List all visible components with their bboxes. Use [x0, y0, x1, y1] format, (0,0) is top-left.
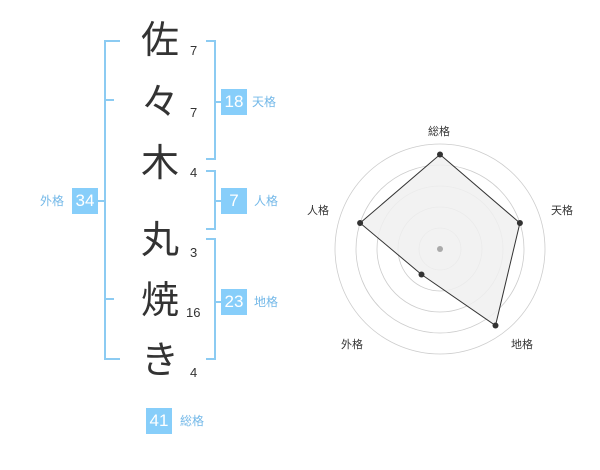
radar-label-jinkaku: 人格	[307, 204, 329, 217]
stroke-count-6: 4	[190, 365, 198, 380]
radar-area	[359, 153, 521, 327]
chikaku-connector	[214, 301, 222, 303]
tenkaku-label: 天格	[252, 95, 277, 109]
chikaku-bracket	[206, 238, 216, 360]
radar-label-soukaku: 総格	[428, 125, 450, 138]
radar-point	[516, 220, 523, 226]
name-char-1: 佐	[140, 18, 179, 62]
name-char-5: 焼	[140, 278, 179, 322]
radar-points	[357, 151, 523, 329]
tenkaku-connector	[214, 101, 222, 103]
radar-point	[357, 220, 364, 226]
jinkaku-label: 人格	[254, 194, 279, 208]
stroke-count-1: 7	[190, 43, 198, 58]
tenkaku-bracket	[206, 40, 216, 160]
radar-point	[418, 271, 425, 278]
soukaku-label: 総格	[180, 414, 205, 428]
gaikaku-connector	[96, 200, 106, 202]
gaikaku-value: 34	[72, 188, 98, 214]
radar-label-chikaku: 地格	[511, 338, 533, 351]
name-char-4: 丸	[140, 218, 179, 262]
tenkaku-value: 18	[221, 89, 247, 115]
soukaku-value: 41	[146, 408, 172, 434]
radar-point	[437, 151, 443, 158]
stroke-count-3: 4	[190, 165, 198, 180]
radar-label-gaikaku: 外格	[341, 338, 363, 351]
chikaku-label: 地格	[254, 295, 279, 309]
radar-point	[492, 322, 499, 329]
stroke-count-4: 3	[190, 245, 198, 260]
name-char-3: 木	[140, 141, 179, 185]
radar-label-tenkaku: 天格	[551, 204, 573, 217]
radar-center-dot	[437, 246, 443, 252]
stroke-count-2: 7	[190, 105, 198, 120]
name-char-6: き	[140, 338, 179, 382]
name-char-2: 々	[140, 80, 179, 124]
radar-ring	[334, 143, 546, 355]
chikaku-value: 23	[221, 289, 247, 315]
jinkaku-value: 7	[221, 188, 247, 214]
gaikaku-label: 外格	[40, 194, 65, 208]
jinkaku-connector	[214, 200, 222, 202]
stroke-count-5: 16	[186, 305, 201, 320]
gaikaku-tick-1	[104, 99, 114, 101]
gaikaku-tick-2	[104, 298, 114, 300]
